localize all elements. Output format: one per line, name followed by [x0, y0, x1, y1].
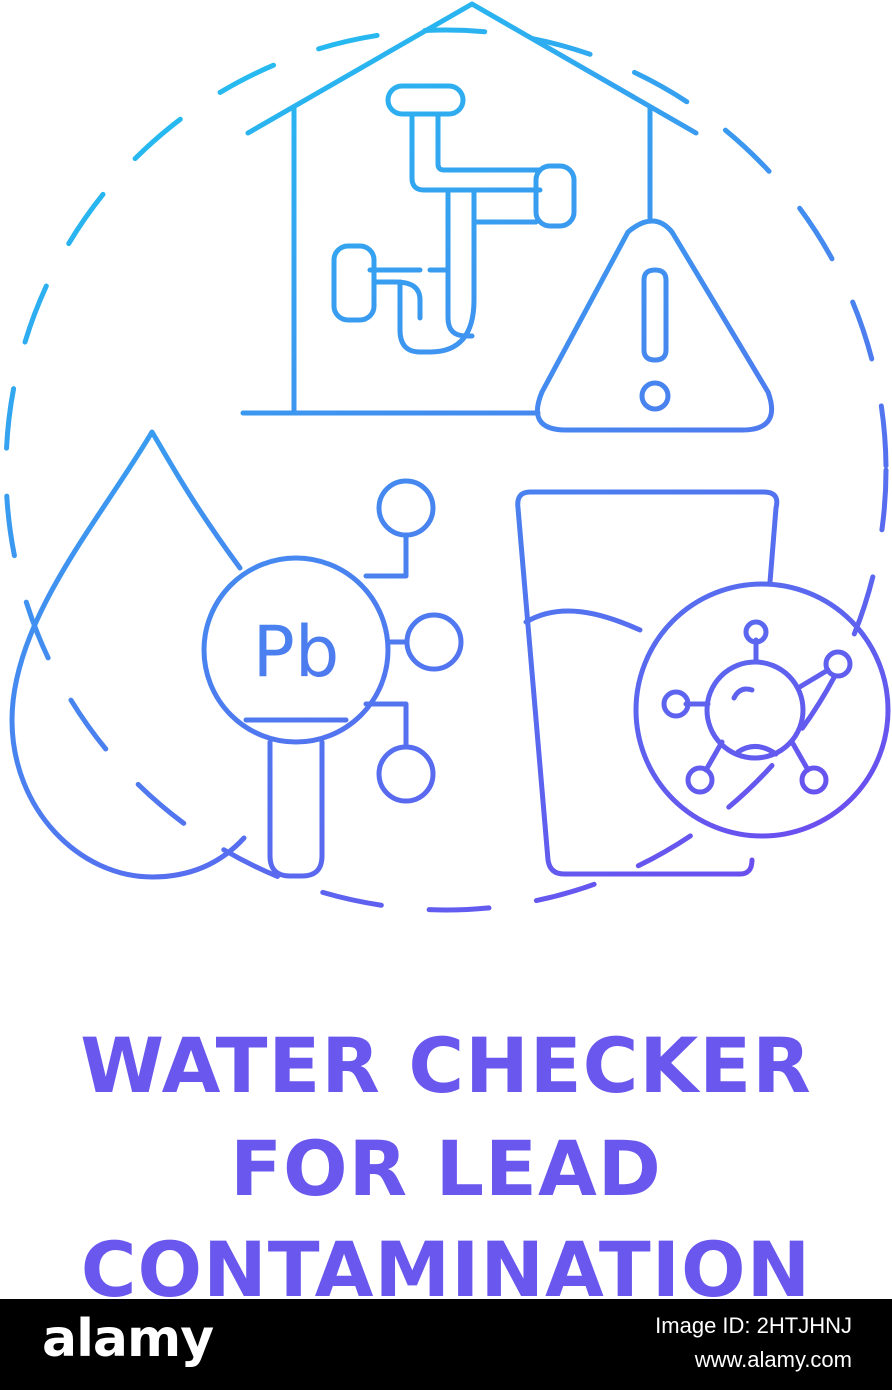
house-icon	[240, 1, 699, 416]
title-line-3: CONTAMINATION	[80, 1225, 812, 1314]
illustration: Pb	[3, 1, 891, 913]
warning-icon	[535, 218, 775, 433]
alamy-logo: alamy	[42, 1309, 214, 1369]
title-line-2: FOR LEAD	[230, 1124, 662, 1213]
dashed-ring	[3, 27, 889, 913]
site-url: www.alamy.com	[694, 1347, 852, 1372]
magnifier-icon	[201, 555, 391, 879]
element-symbol: Pb	[253, 611, 340, 693]
image-id: Image ID: 2HTJHNJ	[655, 1313, 852, 1338]
water-drop-icon	[9, 429, 247, 880]
pipes-icon	[331, 83, 577, 355]
molecule-icon	[363, 478, 464, 804]
glass-icon	[515, 489, 780, 877]
title-line-1: WATER CHECKER	[80, 1021, 812, 1110]
bacteria-icon	[633, 581, 891, 839]
watermark-footer: alamy Image ID: 2HTJHNJ www.alamy.com	[0, 1299, 892, 1390]
